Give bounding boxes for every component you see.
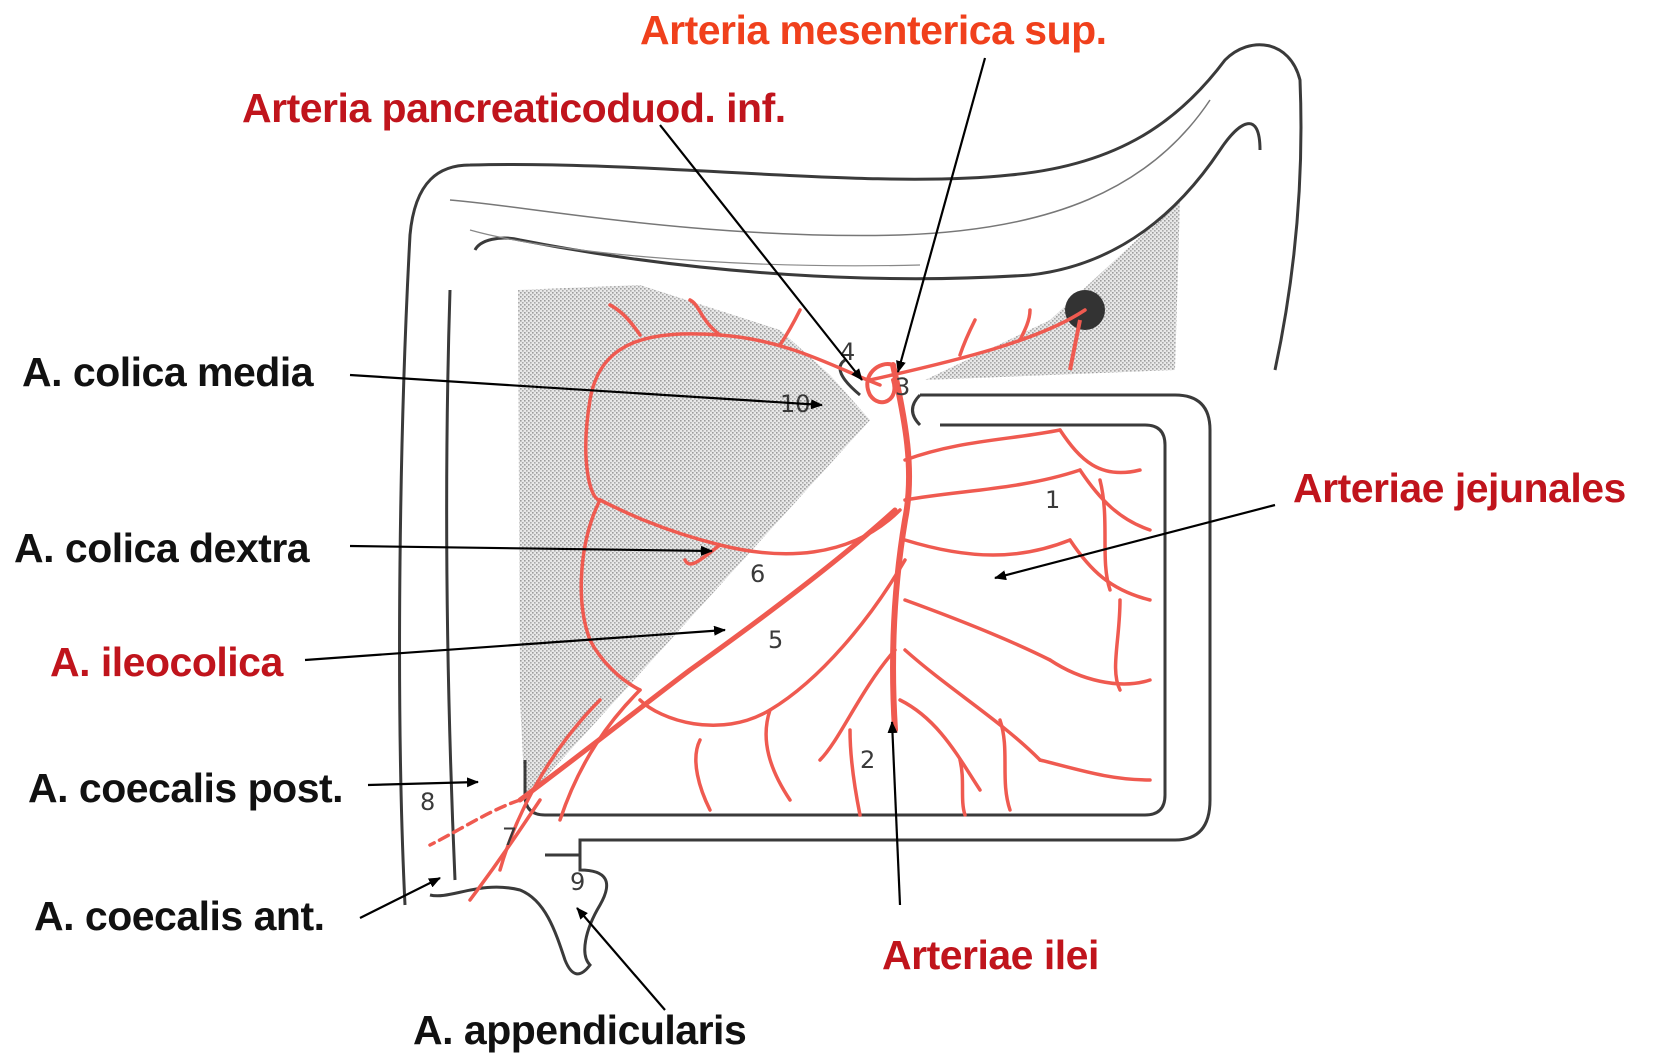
marker-7: 7 xyxy=(502,823,517,851)
leader-arrows xyxy=(305,58,1275,1010)
label-coecalis-post: A. coecalis post. xyxy=(28,768,343,809)
arrow-coecalis-ant xyxy=(360,878,440,918)
marker-6: 6 xyxy=(750,560,765,588)
label-mesenterica-sup: Arteria mesenterica sup. xyxy=(640,10,1107,51)
label-jejunales: Arteriae jejunales xyxy=(1293,468,1626,509)
label-colica-dextra: A. colica dextra xyxy=(14,528,309,569)
label-pancreaticoduod: Arteria pancreaticoduod. inf. xyxy=(242,88,786,129)
marker-2: 2 xyxy=(860,746,875,774)
marker-3: 3 xyxy=(895,373,910,401)
mesentery-shading-right xyxy=(925,200,1180,380)
marker-9: 9 xyxy=(570,868,585,896)
label-colica-media: A. colica media xyxy=(22,352,313,393)
marker-1: 1 xyxy=(1045,486,1060,514)
arrow-jejunales xyxy=(995,505,1275,578)
label-ilei: Arteriae ilei xyxy=(882,935,1099,976)
label-coecalis-ant: A. coecalis ant. xyxy=(34,896,325,937)
marker-5: 5 xyxy=(768,626,783,654)
marker-8: 8 xyxy=(420,788,435,816)
arrow-coecalis-post xyxy=(368,782,478,785)
arrow-appendicularis xyxy=(577,908,665,1010)
label-ileocolica: A. ileocolica xyxy=(50,642,283,683)
label-appendicularis: A. appendicularis xyxy=(413,1010,746,1051)
